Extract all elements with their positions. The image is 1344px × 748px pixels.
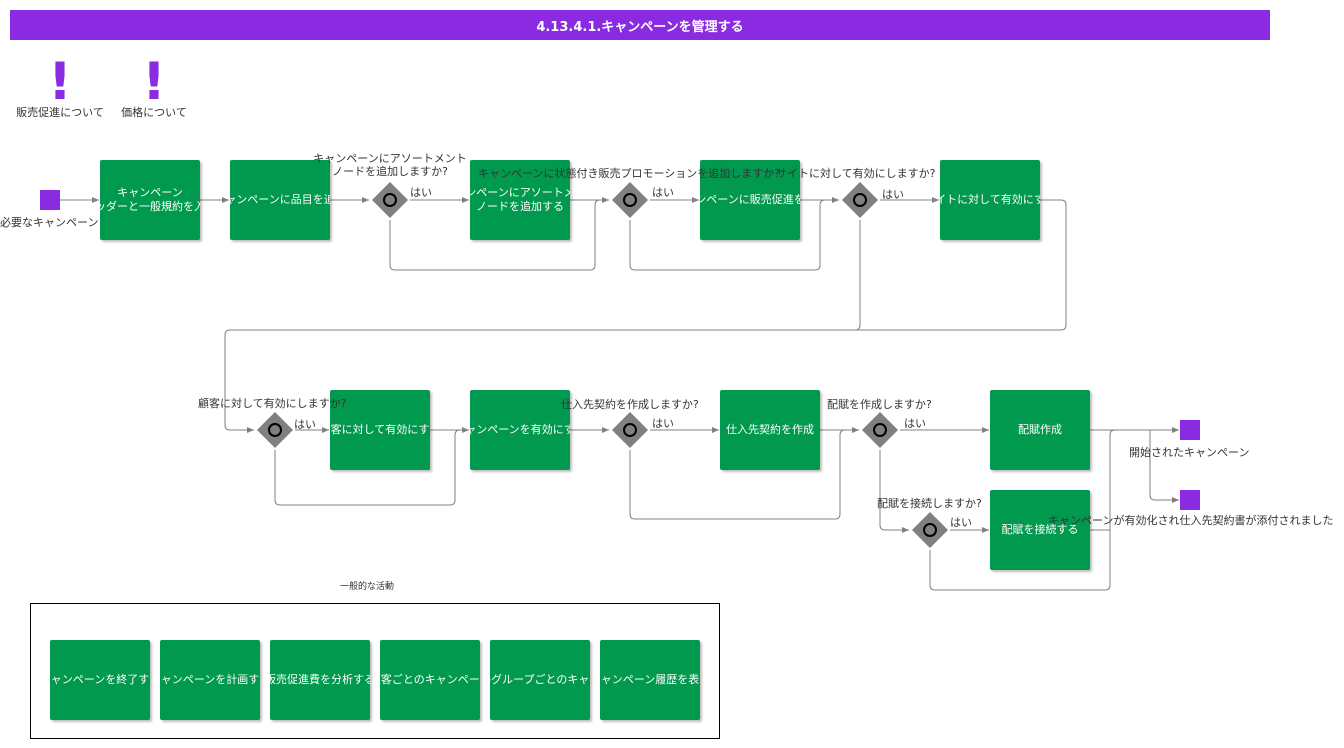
- flow-line: [929, 429, 1116, 591]
- task-create-vendor-contract[interactable]: 仕入先契約を作成: [720, 390, 820, 470]
- end-event-label: キャンペーンが有効化され仕入先契約書が添付されました: [1048, 514, 1334, 527]
- end-event-label: 開始されたキャンペーン: [1129, 446, 1250, 459]
- adhoc-task-end-campaign[interactable]: キャンペーンを終了する: [50, 640, 150, 720]
- task-add-assortment-node[interactable]: キャンペーンにアソートメントノードを追加する: [470, 160, 570, 240]
- exclamation-icon: !: [48, 52, 72, 112]
- gateway-question: 配賦を接続しますか?: [877, 497, 982, 510]
- start-event[interactable]: [40, 190, 60, 210]
- flow-line: [274, 429, 461, 506]
- gateway-question: 仕入先契約を作成しますか?: [561, 398, 699, 411]
- gateway-icon[interactable]: [370, 180, 410, 220]
- gateway-icon[interactable]: [910, 510, 950, 550]
- yes-label: はい: [950, 516, 972, 529]
- flow-line: [879, 450, 909, 533]
- gateway-question: キャンペーンにアソートメント ノードを追加しますか?: [313, 152, 467, 178]
- yes-label: はい: [904, 417, 926, 430]
- task-create-allocation[interactable]: 配賦作成: [990, 390, 1090, 470]
- flow-line: [629, 199, 826, 271]
- gateway-icon[interactable]: [840, 180, 880, 220]
- gateway-question: サイトに対して有効にしますか?: [776, 167, 936, 180]
- flow-line: [389, 199, 601, 271]
- gateway-icon[interactable]: [610, 410, 650, 450]
- page-title: 4.13.4.1.キャンペーンを管理する: [10, 10, 1270, 40]
- end-event-activated[interactable]: [1180, 490, 1200, 510]
- task-activate-campaign[interactable]: キャンペーンを有効にする: [470, 390, 570, 470]
- gateway-icon[interactable]: [610, 180, 650, 220]
- note-sales-promotion[interactable]: ! 販売促進について: [14, 52, 106, 120]
- adhoc-subprocess: [30, 603, 720, 739]
- flow-line: [629, 429, 846, 520]
- note-label: 販売促進について: [16, 106, 104, 119]
- flow-line: [224, 329, 1061, 433]
- note-label: 価格について: [121, 106, 187, 119]
- exclamation-icon: !: [142, 52, 166, 112]
- task-connect-allocation[interactable]: 配賦を接続する: [990, 490, 1090, 570]
- yes-label: はい: [652, 186, 674, 199]
- gateway-icon[interactable]: [255, 410, 295, 450]
- gateway-question: 顧客に対して有効にしますか?: [198, 397, 347, 410]
- adhoc-task-customer-campaign[interactable]: 顧客ごとのキャンペーン: [380, 640, 480, 720]
- adhoc-task-price-group-campaign[interactable]: 顧客価格グループごとのキャンペーン: [490, 640, 590, 720]
- start-event-label: 必要なキャンペーン: [0, 216, 99, 229]
- adhoc-subprocess-label: 一般的な活動: [340, 582, 395, 592]
- flow-line: [1149, 430, 1179, 503]
- gateway-question: 配賦を作成しますか?: [827, 398, 932, 411]
- flow-line: [1040, 199, 1067, 331]
- adhoc-task-analyze-spend[interactable]: 販売促進費を分析する: [270, 640, 370, 720]
- end-event-started[interactable]: [1180, 420, 1200, 440]
- note-pricing[interactable]: ! 価格について: [118, 52, 190, 120]
- gateway-icon[interactable]: [860, 410, 900, 450]
- task-add-items[interactable]: キャンペーンに品目を追加: [230, 160, 330, 240]
- yes-label: はい: [294, 418, 316, 431]
- adhoc-task-plan-campaign[interactable]: キャンペーンを計画する: [160, 640, 260, 720]
- flow-line: [854, 220, 861, 331]
- gateway-question: キャンペーンに状態付き販売プロモーションを追加しますか?: [478, 167, 781, 180]
- yes-label: はい: [410, 186, 432, 199]
- yes-label: はい: [882, 188, 904, 201]
- task-enter-header[interactable]: キャンペーンヘッダーと一般規約を入力: [100, 160, 200, 240]
- task-enable-site[interactable]: サイトに対して有効にする: [940, 160, 1040, 240]
- adhoc-task-campaign-history[interactable]: キャンペーン履歴を表示: [600, 640, 700, 720]
- task-enable-customer[interactable]: 顧客に対して有効にする: [330, 390, 430, 470]
- task-add-promotion[interactable]: キャンペーンに販売促進を追加: [700, 160, 800, 240]
- yes-label: はい: [652, 417, 674, 430]
